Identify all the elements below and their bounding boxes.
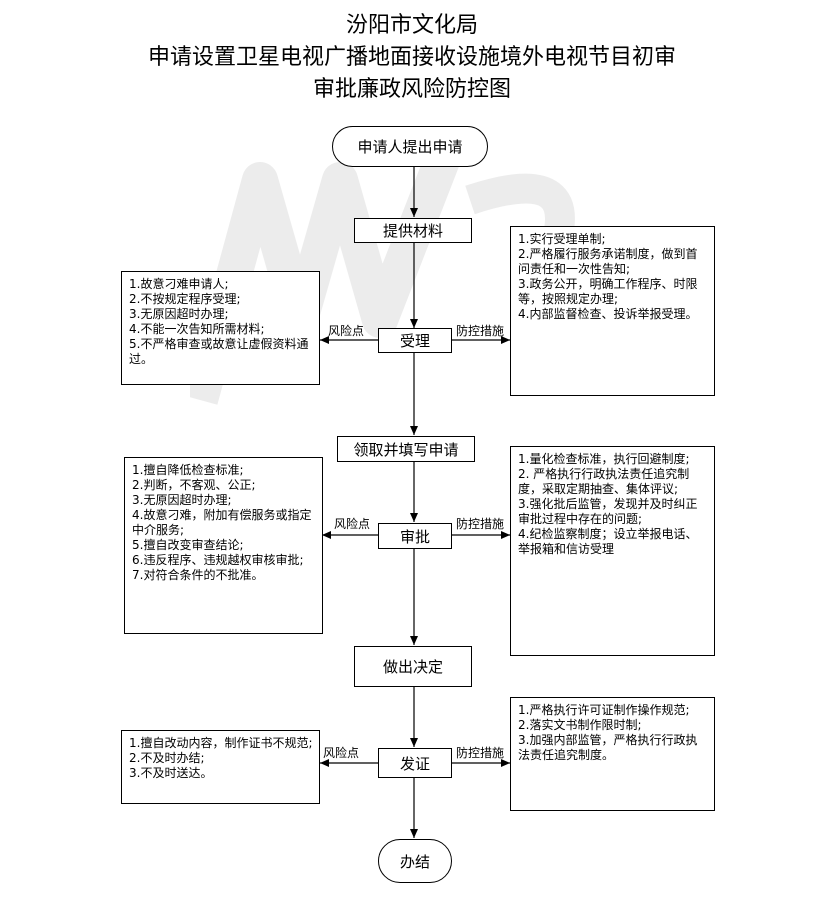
approve-risk-item: 1.擅自降低检查标准; — [132, 463, 244, 477]
approve-control-item: 4.纪检监察制度；设立举报电话、举报箱和信访受理 — [518, 527, 698, 556]
issue-control-item: 1.严格执行许可证制作操作规范; — [518, 703, 690, 717]
approve-risk-item: 2.判断，不客观、公正; — [132, 478, 256, 492]
approve-control-item: 2. 严格执行行政执法责任追究制度，采取定期抽查、集体评议; — [518, 467, 690, 496]
accept-control-item: 2.严格履行服务承诺制度，做到首问责任和一次性告知; — [518, 247, 698, 276]
approve-risk-item: 7.对符合条件的不批准。 — [132, 568, 264, 582]
label-risk-accept: 风险点 — [328, 324, 365, 338]
approve-risk-item: 3.无原因超时办理; — [132, 493, 232, 507]
node-accept: 受理 — [378, 328, 452, 353]
node-provide-materials: 提供材料 — [354, 218, 472, 243]
approve-risk-box: 1.擅自降低检查标准; 2.判断，不客观、公正; 3.无原因超时办理; 4.故意… — [124, 457, 323, 634]
accept-control-item: 1.实行受理单制; — [518, 232, 606, 246]
label-control-accept: 防控措施 — [456, 324, 505, 338]
node-start: 申请人提出申请 — [332, 126, 488, 167]
approve-risk-item: 6.违反程序、违规越权审核审批; — [132, 553, 304, 567]
label-risk-approve: 风险点 — [334, 517, 371, 531]
node-end: 办结 — [378, 839, 452, 883]
issue-control-box: 1.严格执行许可证制作操作规范; 2.落实文书制作限时制; 3.加强内部监管，严… — [510, 697, 715, 811]
node-decide: 做出决定 — [354, 646, 472, 687]
accept-risk-item: 4.不能一次告知所需材料; — [129, 322, 265, 336]
approve-risk-item: 5.擅自改变审查结论; — [132, 538, 244, 552]
node-approve: 审批 — [378, 523, 452, 549]
approve-control-box: 1.量化检查标准，执行回避制度; 2. 严格执行行政执法责任追究制度，采取定期抽… — [510, 446, 715, 656]
accept-risk-item: 2.不按规定程序受理; — [129, 292, 241, 306]
node-receive-form: 领取并填写申请 — [337, 436, 475, 462]
title-line-3: 审批廉政风险防控图 — [312, 77, 511, 102]
accept-risk-item: 3.无原因超时办理; — [129, 307, 229, 321]
issue-risk-item: 1.擅自改动内容，制作证书不规范; — [129, 736, 313, 750]
accept-control-item: 4.内部监督检查、投诉举报受理。 — [518, 307, 698, 321]
issue-risk-box: 1.擅自改动内容，制作证书不规范; 2.不及时办结; 3.不及时送达。 — [121, 730, 320, 804]
title-line-2: 申请设置卫星电视广播地面接收设施境外电视节目初审 — [147, 45, 676, 70]
accept-risk-item: 1.故意刁难申请人; — [129, 277, 229, 291]
approve-control-item: 3.强化批后监管，发现并及时纠正审批过程中存在的问题; — [518, 497, 698, 526]
label-control-approve: 防控措施 — [456, 517, 505, 531]
title-line-1: 汾阳市文化局 — [345, 13, 478, 38]
accept-control-item: 3.政务公开，明确工作程序、时限等，按照规定办理; — [518, 277, 698, 306]
issue-control-item: 2.落实文书制作限时制; — [518, 718, 642, 732]
accept-risk-box: 1.故意刁难申请人; 2.不按规定程序受理; 3.无原因超时办理; 4.不能一次… — [121, 271, 320, 385]
accept-risk-item: 5.不严格审查或故意让虚假资料通过。 — [129, 337, 309, 366]
label-control-issue: 防控措施 — [456, 746, 505, 760]
node-issue: 发证 — [378, 748, 452, 778]
issue-risk-item: 2.不及时办结; — [129, 751, 205, 765]
label-risk-issue: 风险点 — [323, 746, 360, 760]
issue-control-item: 3.加强内部监管，严格执行行政执法责任追究制度。 — [518, 733, 698, 762]
approve-control-item: 1.量化检查标准，执行回避制度; — [518, 452, 690, 466]
accept-control-box: 1.实行受理单制; 2.严格履行服务承诺制度，做到首问责任和一次性告知; 3.政… — [510, 226, 715, 396]
issue-risk-item: 3.不及时送达。 — [129, 766, 213, 780]
approve-risk-item: 4.故意刁难，附加有偿服务或指定中介服务; — [132, 508, 312, 537]
